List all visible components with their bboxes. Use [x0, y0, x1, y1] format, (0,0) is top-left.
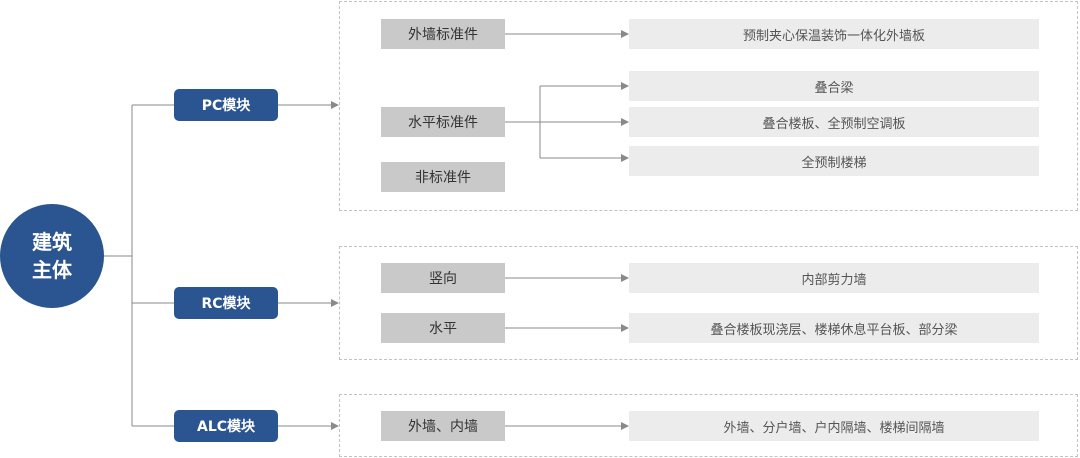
category-horizontal-standard: 水平标准件 — [381, 107, 505, 137]
root-node: 建筑 主体 — [0, 204, 104, 308]
category-non-standard: 非标准件 — [381, 162, 505, 192]
panel-alc — [339, 394, 1078, 457]
category-walls: 外墙、内墙 — [381, 411, 505, 441]
module-rc: RC模块 — [174, 287, 278, 319]
panel-rc — [339, 246, 1078, 360]
root-line2: 主体 — [32, 258, 72, 282]
item-precast-stair: 全预制楼梯 — [629, 146, 1039, 176]
module-pc: PC模块 — [174, 89, 278, 121]
module-alc: ALC模块 — [174, 410, 278, 442]
item-shear-wall: 内部剪力墙 — [629, 263, 1039, 293]
item-sandwich-wall-panel: 预制夹心保温装饰一体化外墙板 — [629, 19, 1039, 49]
root-line1: 建筑 — [32, 230, 72, 254]
category-outer-wall-standard: 外墙标准件 — [381, 19, 505, 49]
item-partition-walls: 外墙、分户墙、户内隔墙、楼梯间隔墙 — [629, 411, 1039, 441]
category-horizontal: 水平 — [381, 313, 505, 343]
category-vertical: 竖向 — [381, 263, 505, 293]
item-composite-slab: 叠合楼板、全预制空调板 — [629, 107, 1039, 137]
panel-pc — [339, 1, 1078, 211]
item-composite-beam: 叠合梁 — [629, 71, 1039, 101]
item-cast-layer: 叠合楼板现浇层、楼梯休息平台板、部分梁 — [629, 313, 1039, 343]
